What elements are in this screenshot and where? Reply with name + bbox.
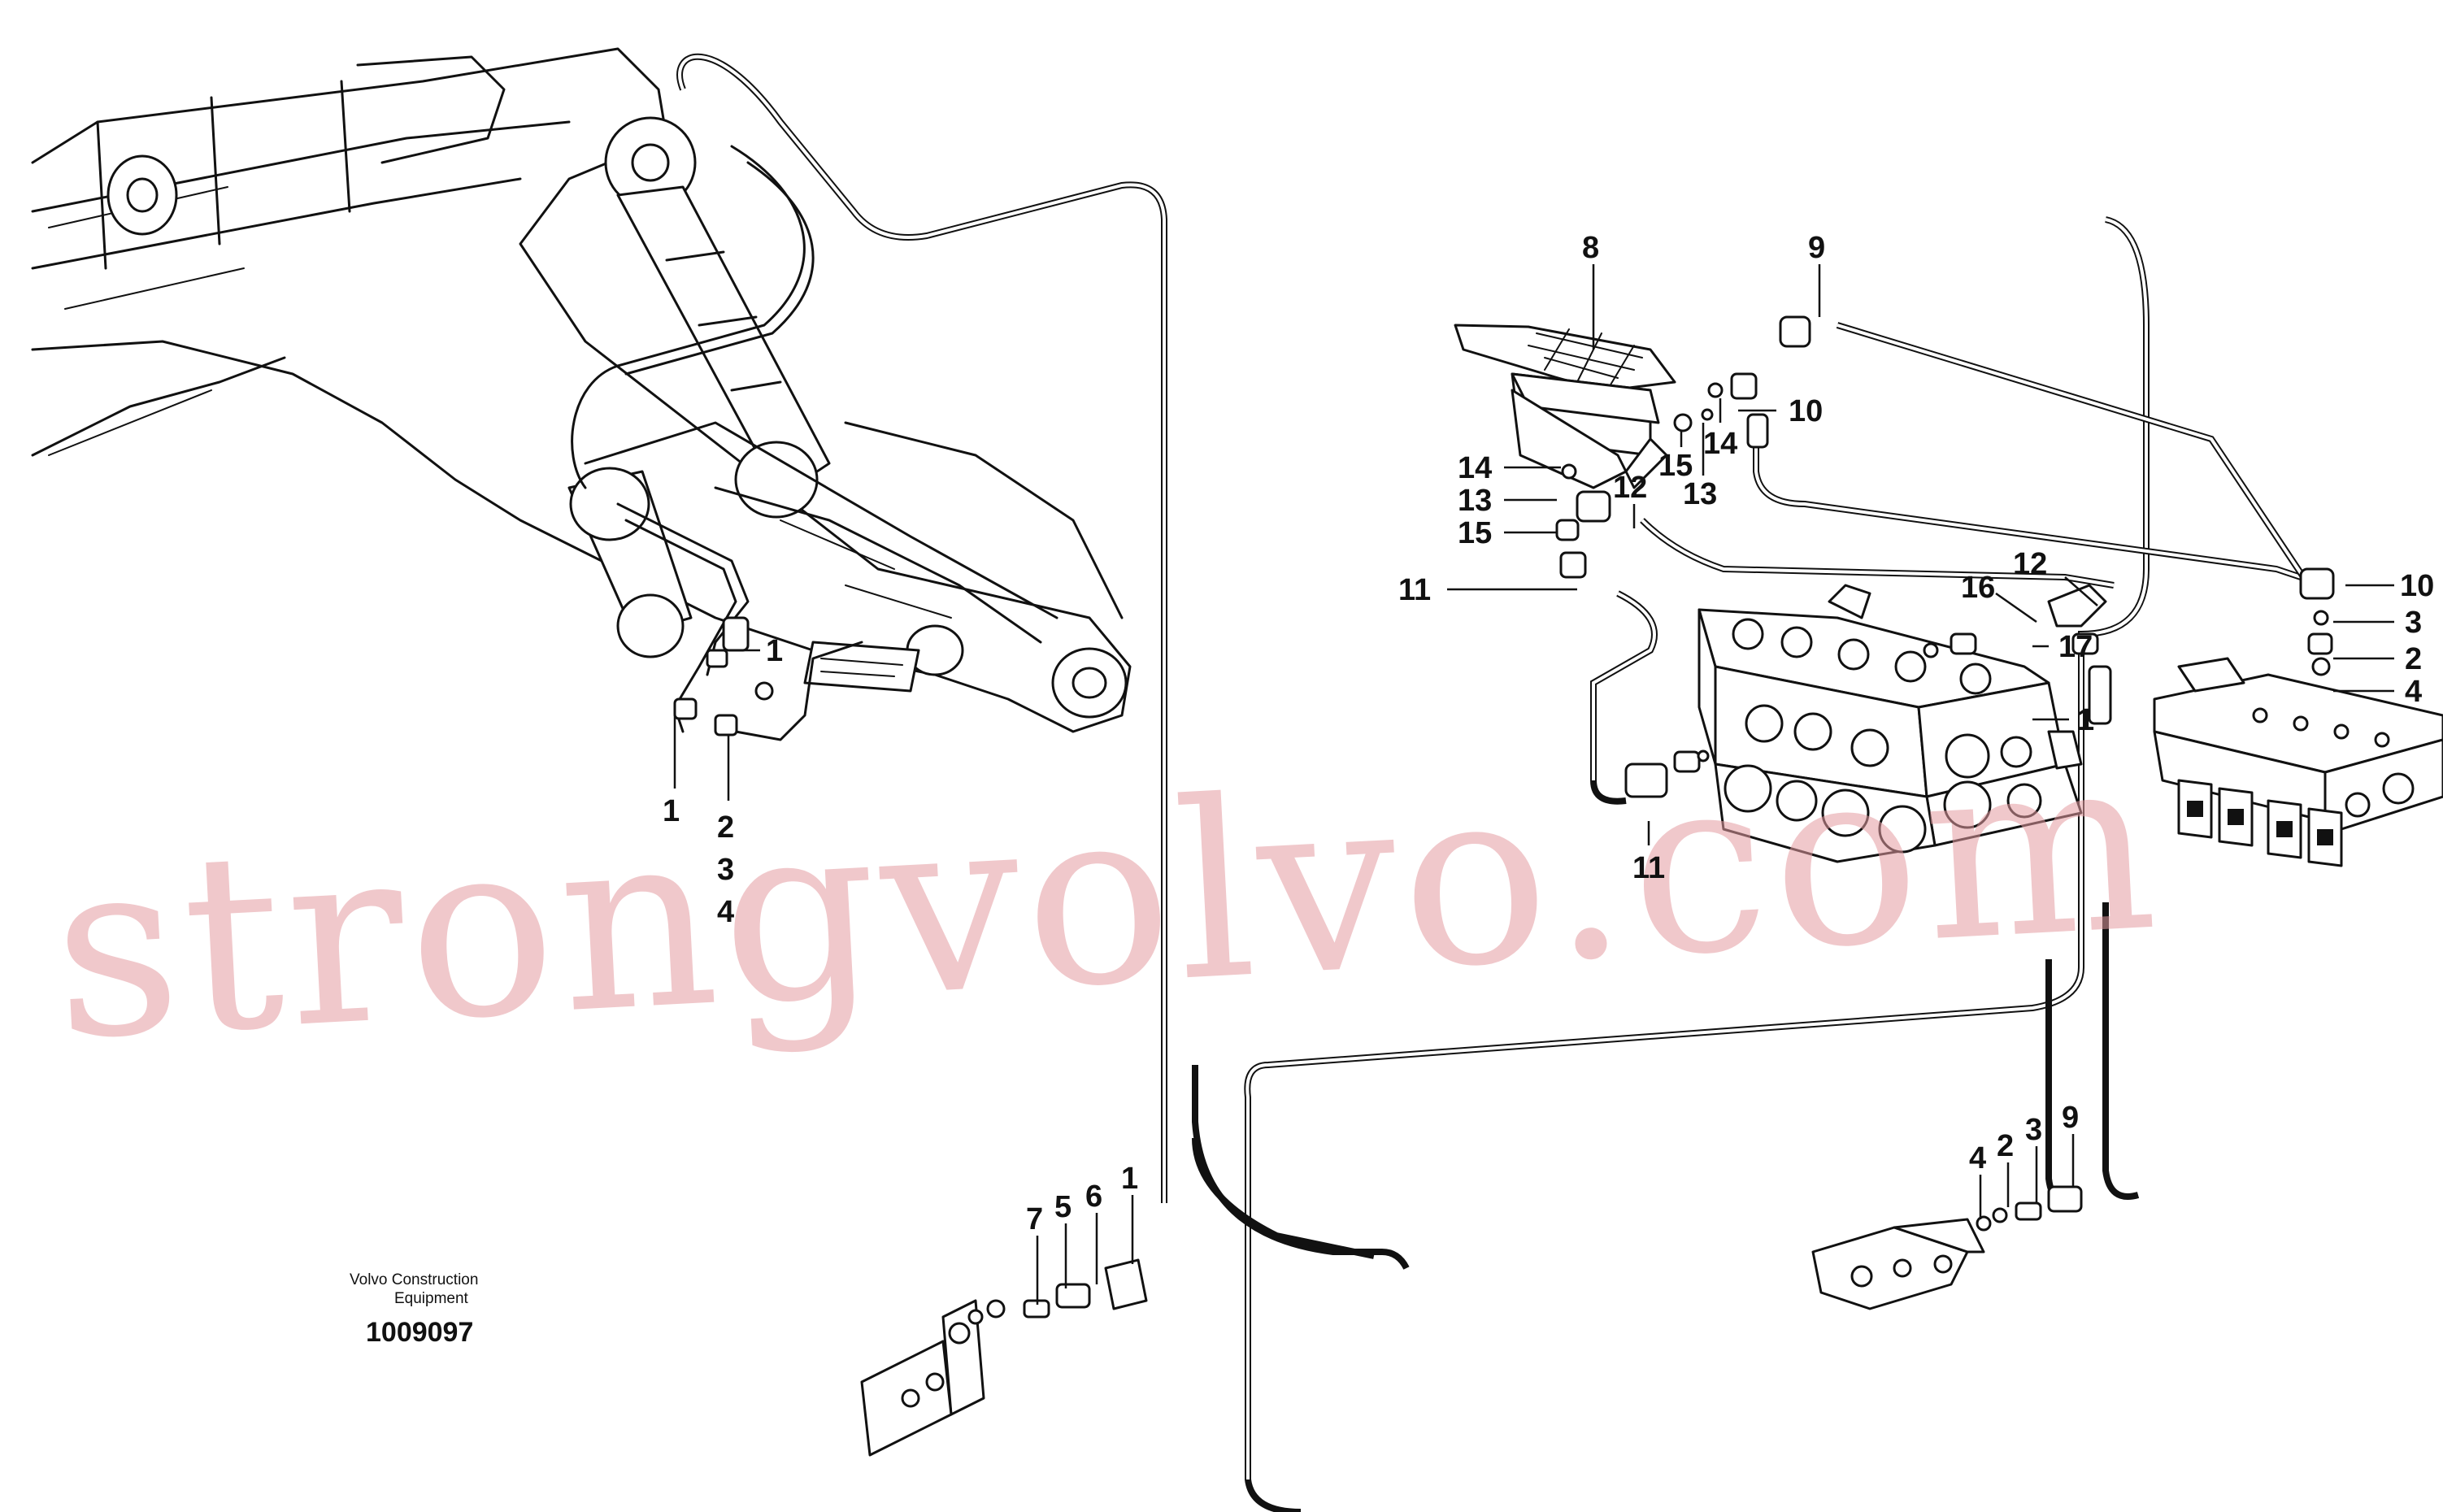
callout-3-bottom: 3 bbox=[2025, 1113, 2042, 1147]
hydraulic-lines bbox=[571, 53, 2327, 1512]
callout-13-right: 13 bbox=[1683, 477, 1717, 511]
callout-16: 16 bbox=[1961, 571, 1995, 605]
callout-13-left: 13 bbox=[1458, 484, 1492, 518]
callout-12-right: 12 bbox=[2013, 547, 2047, 581]
callout-4-left: 4 bbox=[717, 895, 734, 929]
callout-15-left: 15 bbox=[1458, 516, 1492, 550]
callout-4-bottom: 4 bbox=[1969, 1141, 1986, 1175]
callout-1-lower: 1 bbox=[663, 794, 680, 828]
callout-9-bottom: 9 bbox=[2062, 1101, 2079, 1135]
callout-9-top: 9 bbox=[1808, 231, 1825, 265]
callout-8: 8 bbox=[1582, 231, 1599, 265]
callout-17: 17 bbox=[2058, 630, 2093, 664]
callout-7: 7 bbox=[1026, 1202, 1043, 1236]
callout-2-left: 2 bbox=[717, 810, 734, 845]
callout-11-top: 11 bbox=[1398, 573, 1431, 607]
company-name-line2: Equipment bbox=[394, 1290, 469, 1307]
company-name-line1: Volvo Construction bbox=[350, 1271, 478, 1288]
boom-arm-assembly bbox=[31, 47, 1132, 733]
right-mounting-bracket bbox=[1811, 1185, 2083, 1310]
callout-4-right: 4 bbox=[2405, 675, 2422, 709]
control-valve-block bbox=[1697, 584, 2083, 863]
callout-15-right: 15 bbox=[1658, 449, 1693, 483]
callout-12-top: 12 bbox=[1613, 471, 1647, 505]
foot-pedal bbox=[1454, 324, 1676, 489]
callout-14-left: 14 bbox=[1458, 451, 1492, 485]
callout-3-right: 3 bbox=[2405, 606, 2422, 640]
callout-1-boom: 1 bbox=[766, 634, 783, 668]
callout-1-bottom: 1 bbox=[1121, 1162, 1138, 1196]
callout-6: 6 bbox=[1085, 1180, 1102, 1214]
callout-1-valve: 1 bbox=[2077, 703, 2094, 737]
callout-5: 5 bbox=[1054, 1190, 1072, 1224]
callout-11-bottom: 11 bbox=[1632, 851, 1665, 885]
callout-14-right: 14 bbox=[1703, 427, 1737, 461]
callout-2-bottom: 2 bbox=[1997, 1129, 2014, 1163]
callout-2-right: 2 bbox=[2405, 642, 2422, 676]
left-mounting-bracket bbox=[860, 1258, 1148, 1457]
solenoid-manifold-block bbox=[2153, 657, 2443, 867]
callout-3-left: 3 bbox=[717, 853, 734, 887]
drawing-number: 1009097 bbox=[366, 1317, 473, 1348]
fittings bbox=[673, 315, 2335, 798]
drawing-caption: Volvo Construction Equipment 1009097 bbox=[350, 1271, 478, 1348]
callout-10-right: 10 bbox=[2400, 569, 2434, 603]
callout-10-top: 10 bbox=[1789, 394, 1823, 428]
callouts: 8 9 10 14 15 13 14 13 15 12 11 12 bbox=[663, 231, 2434, 1305]
watermark: strongvolvo.com bbox=[46, 701, 2167, 1094]
